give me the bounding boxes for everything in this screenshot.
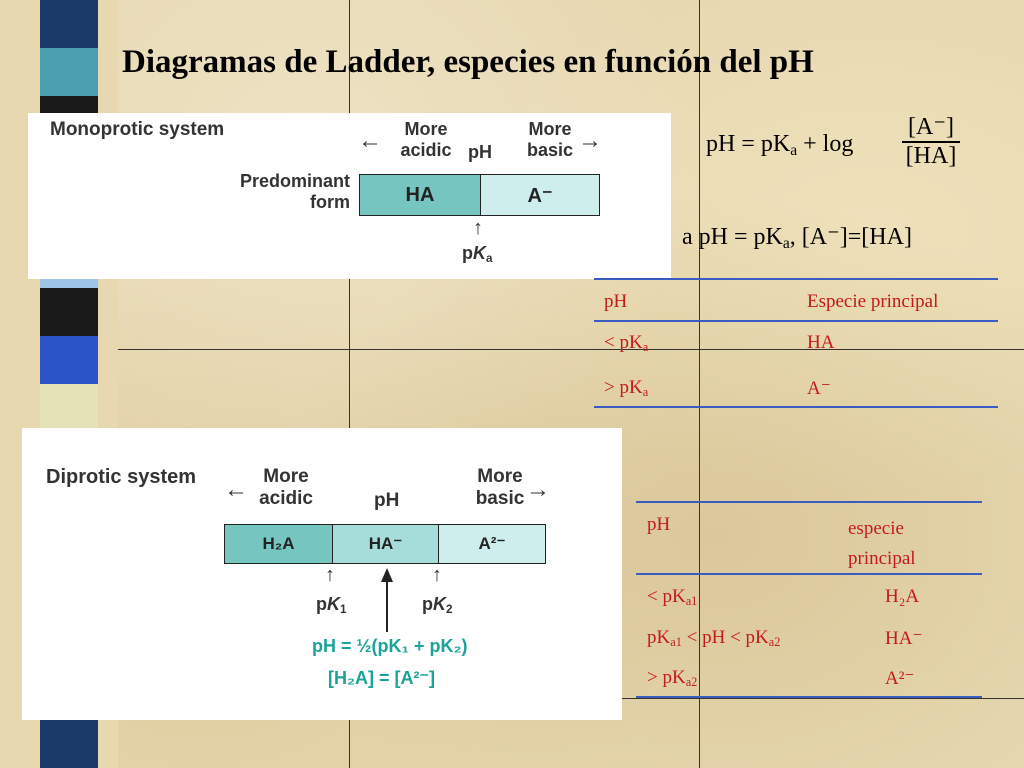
table-row-ph: < pKa1 xyxy=(647,586,698,609)
table-row-ph: > pKa xyxy=(604,377,649,400)
up-arrow-icon: ↑ xyxy=(325,564,335,586)
species-box-a: A⁻ xyxy=(480,174,600,216)
table-rule xyxy=(636,696,982,698)
table-rule xyxy=(636,573,982,575)
table-header-ph: pH xyxy=(647,514,671,535)
table-rule xyxy=(594,320,998,322)
diprotic-heading: Diprotic system xyxy=(46,466,197,488)
arrow-right-icon: → xyxy=(578,127,602,154)
table-row-ph: < pKa xyxy=(604,332,649,355)
table-header-ph: pH xyxy=(604,291,628,312)
arrow-right-icon: → xyxy=(526,476,550,503)
slide-title: Diagramas de Ladder, especies en función… xyxy=(122,44,814,80)
species-box-ha: HA⁻ xyxy=(332,524,439,564)
arrow-left-icon: ← xyxy=(358,127,382,154)
table-row-ph: pKa1 < pH < pKa2 xyxy=(647,627,781,650)
table-rule xyxy=(594,278,998,280)
ph-label: pH xyxy=(374,490,400,511)
fraction-numerator: [A⁻] xyxy=(908,114,954,140)
ph-label: pH xyxy=(468,142,492,162)
midpoint-ph-equation: pH = ½(pK₁ + pK₂) xyxy=(312,636,468,656)
fraction-denominator: [HA] xyxy=(905,142,957,169)
table-row-species: HA⁻ xyxy=(885,628,923,649)
table-header-species: Especie principal xyxy=(807,291,939,312)
table-rule xyxy=(594,406,998,408)
pka-label: pKa xyxy=(462,243,493,265)
table-row-species: A²⁻ xyxy=(885,668,915,689)
table-rule xyxy=(636,501,982,503)
monoprotic-heading: Monoprotic system xyxy=(50,119,225,140)
table-row-species: A⁻ xyxy=(807,378,831,399)
equivalence-condition: a pH = pKa, [A⁻]=[HA] xyxy=(682,224,912,252)
table-row-species: HA xyxy=(807,332,835,353)
table-row-ph: > pKa2 xyxy=(647,667,698,690)
species-box-ha: HA xyxy=(359,174,481,216)
pk2-label: pK2 xyxy=(422,594,453,616)
henderson-hasselbalch-lhs: pH = pKa + log xyxy=(706,131,854,159)
pk1-label: pK1 xyxy=(316,594,347,616)
up-arrow-icon: ↑ xyxy=(432,564,442,586)
fraction-bar xyxy=(902,141,960,143)
up-arrow-icon: ↑ xyxy=(473,217,483,239)
grid-line xyxy=(349,0,350,768)
concentration-equality: [H₂A] = [A²⁻] xyxy=(328,668,435,688)
grid-line xyxy=(699,0,700,768)
species-box-a2: A²⁻ xyxy=(438,524,546,564)
midpoint-arrow-icon xyxy=(381,568,393,632)
species-box-h2a: H₂A xyxy=(224,524,333,564)
arrow-left-icon: ← xyxy=(224,476,248,503)
log-fraction: [A⁻] [HA] xyxy=(902,112,960,170)
grid-line xyxy=(118,349,1024,350)
table-row-species: H₂A xyxy=(885,586,920,607)
